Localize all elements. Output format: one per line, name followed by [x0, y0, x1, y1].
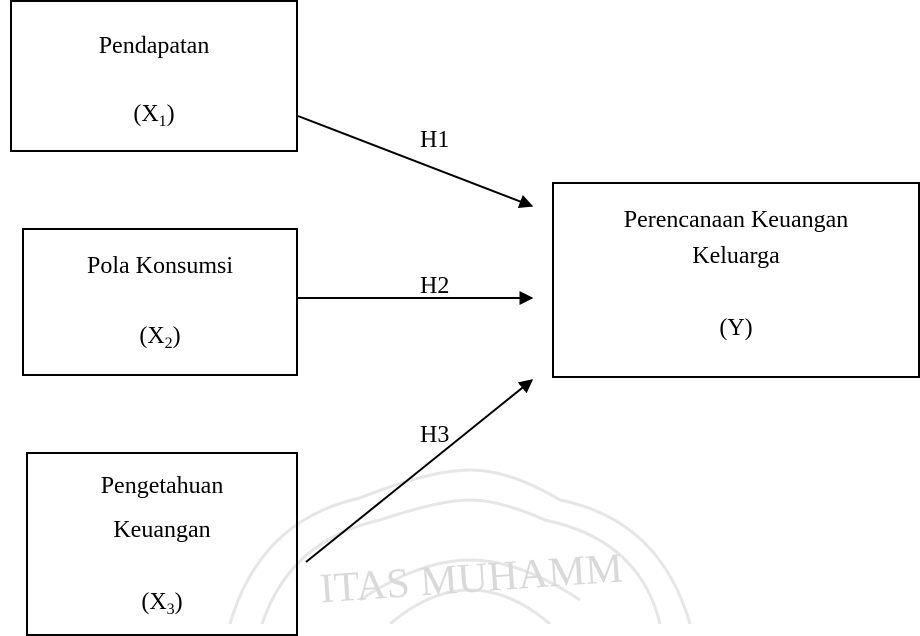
node-y-title-line1: Perencanaan Keuangan	[623, 207, 849, 233]
node-x3-variable: (X3)	[141, 589, 183, 618]
edge-h3-arrow	[305, 379, 534, 563]
node-x1-title: Pendapatan	[98, 33, 210, 59]
node-y-perencanaan-keuangan-keluarga: Perencanaan Keuangan Keluarga (Y)	[552, 182, 920, 378]
node-y-title-line2: Keluarga	[692, 243, 780, 269]
node-x2-title: Pola Konsumsi	[86, 253, 233, 279]
node-x1-variable: (X1)	[133, 101, 175, 130]
node-x3-pengetahuan-keuangan: Pengetahuan Keuangan (X3)	[26, 452, 298, 636]
node-x3-title-line1: Pengetahuan	[100, 473, 224, 499]
edge-h1-arrow	[297, 115, 534, 209]
node-x2-variable: (X2)	[139, 323, 181, 352]
edge-label-h2: H2	[420, 273, 450, 299]
edge-label-h1: H1	[420, 127, 450, 153]
node-x3-title-line2: Keuangan	[113, 517, 211, 543]
edge-label-h3: H3	[420, 422, 450, 448]
node-x2-pola-konsumsi: Pola Konsumsi (X2)	[22, 228, 298, 376]
node-x1-pendapatan: Pendapatan (X1)	[10, 0, 298, 152]
node-y-variable: (Y)	[719, 315, 753, 341]
